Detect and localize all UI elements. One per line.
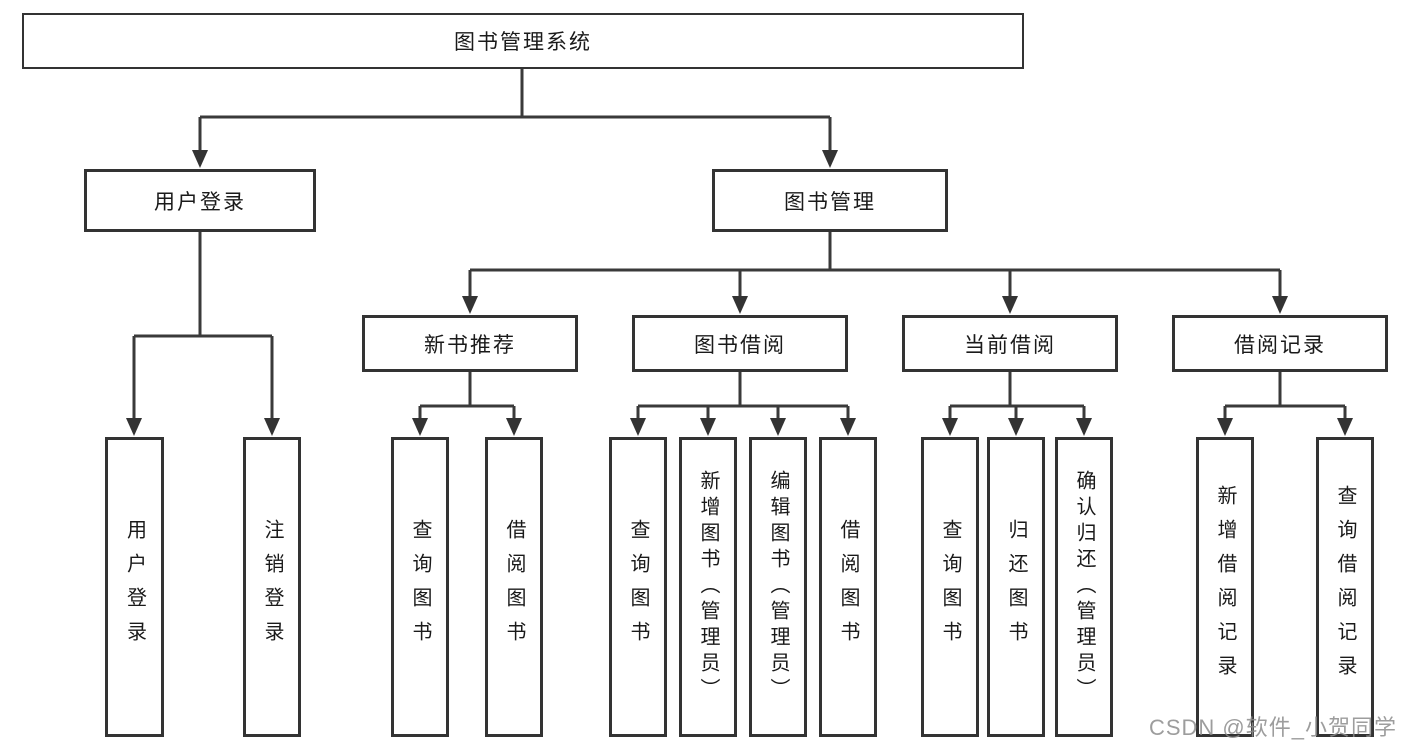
- leaf-return-books: 归还图书: [987, 437, 1045, 737]
- leaf-query-books-2-label: 查询图书: [627, 519, 649, 655]
- node-system-root-label: 图书管理系统: [454, 31, 592, 54]
- leaf-add-borrow-record-label: 新增借阅记录: [1214, 485, 1236, 689]
- leaf-query-books-3: 查询图书: [921, 437, 979, 737]
- node-new-book-recommendation-label: 新书推荐: [424, 333, 516, 357]
- node-borrowing-records-label: 借阅记录: [1234, 333, 1326, 357]
- node-current-borrowing: 当前借阅: [902, 315, 1118, 372]
- leaf-borrow-books-1: 借阅图书: [485, 437, 543, 737]
- leaf-query-books-1-label: 查询图书: [409, 519, 431, 655]
- leaf-logout: 注销登录: [243, 437, 301, 737]
- leaf-query-books-3-label: 查询图书: [939, 519, 961, 655]
- leaf-add-books-admin-label: 新增图书（管理员）: [697, 470, 719, 704]
- leaf-borrow-books-2-label: 借阅图书: [837, 519, 859, 655]
- leaf-add-books-admin: 新增图书（管理员）: [679, 437, 737, 737]
- node-book-management-label: 图书管理: [784, 190, 876, 214]
- node-borrowing-records: 借阅记录: [1172, 315, 1388, 372]
- leaf-confirm-return-admin-label: 确认归还（管理员）: [1073, 470, 1095, 704]
- node-system-root: 图书管理系统: [22, 13, 1024, 69]
- node-user-login-label: 用户登录: [154, 190, 246, 214]
- leaf-query-borrow-record-label: 查询借阅记录: [1334, 485, 1356, 689]
- leaf-user-login-label: 用户登录: [123, 519, 146, 655]
- node-user-login: 用户登录: [84, 169, 316, 232]
- node-book-management: 图书管理: [712, 169, 948, 232]
- node-current-borrowing-label: 当前借阅: [964, 333, 1056, 357]
- leaf-user-login: 用户登录: [105, 437, 164, 737]
- leaf-query-books-1: 查询图书: [391, 437, 449, 737]
- leaf-edit-books-admin: 编辑图书（管理员）: [749, 437, 807, 737]
- leaf-add-borrow-record: 新增借阅记录: [1196, 437, 1254, 737]
- leaf-borrow-books-1-label: 借阅图书: [503, 519, 525, 655]
- leaf-return-books-label: 归还图书: [1005, 519, 1027, 655]
- node-book-borrowing-label: 图书借阅: [694, 333, 786, 357]
- leaf-borrow-books-2: 借阅图书: [819, 437, 877, 737]
- leaf-query-borrow-record: 查询借阅记录: [1316, 437, 1374, 737]
- node-new-book-recommendation: 新书推荐: [362, 315, 578, 372]
- leaf-logout-label: 注销登录: [261, 519, 283, 655]
- csdn-watermark: CSDN @软件_小贺同学: [1148, 715, 1397, 740]
- leaf-edit-books-admin-label: 编辑图书（管理员）: [767, 470, 789, 704]
- node-book-borrowing: 图书借阅: [632, 315, 848, 372]
- leaf-query-books-2: 查询图书: [609, 437, 667, 737]
- leaf-confirm-return-admin: 确认归还（管理员）: [1055, 437, 1113, 737]
